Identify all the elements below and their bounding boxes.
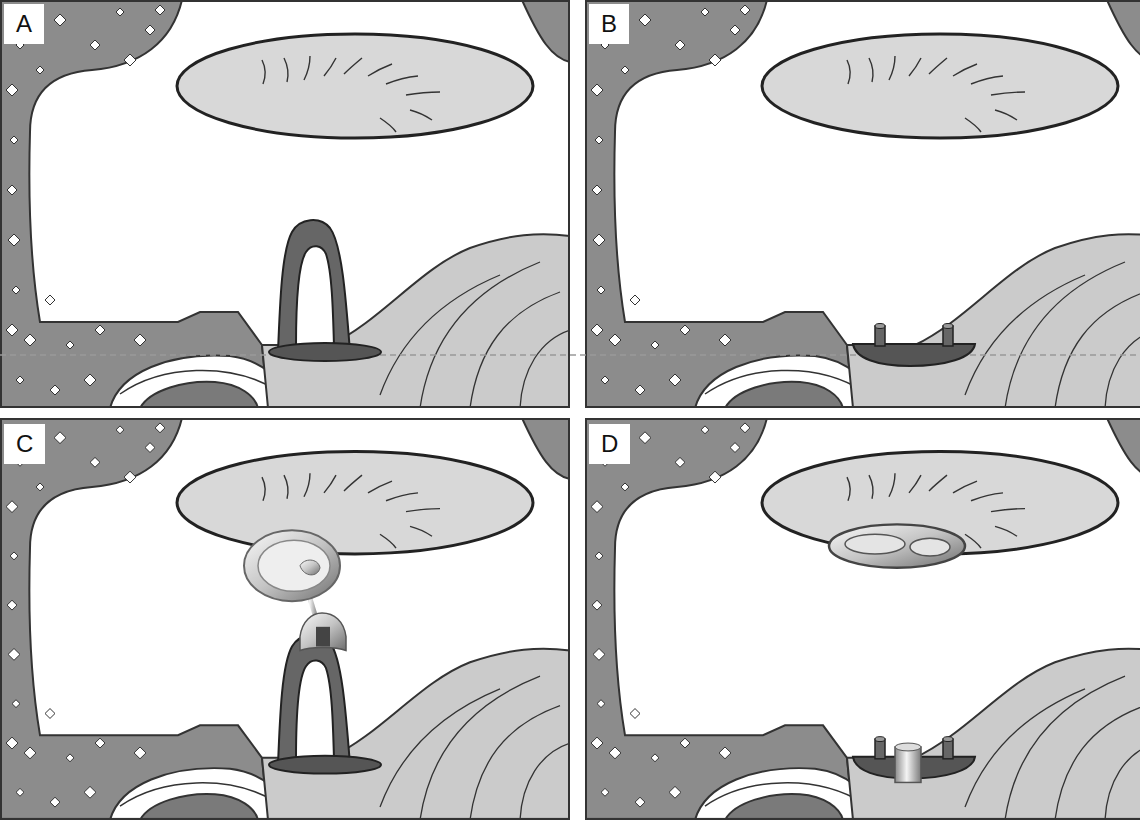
panel-c — [0, 418, 570, 820]
panel-d — [585, 418, 1140, 820]
panel-b — [570, 0, 1140, 408]
panel-a — [0, 0, 570, 408]
panel-letter: B — [589, 4, 629, 44]
panel-letter: A — [4, 4, 44, 44]
panel-letter: C — [4, 424, 45, 464]
panel-letter: D — [589, 424, 630, 464]
